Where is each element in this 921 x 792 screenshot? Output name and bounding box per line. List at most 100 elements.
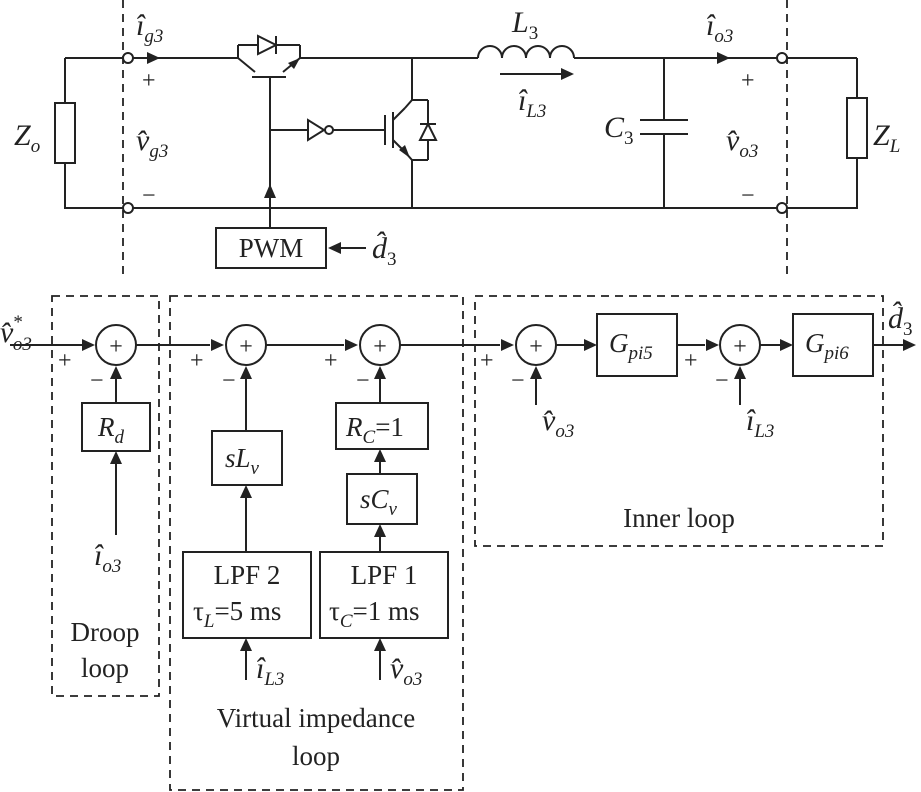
output-terminal-bottom [776, 202, 788, 214]
sum3-plus: + [324, 348, 338, 374]
sum2-to-sum3-arrow [345, 339, 358, 351]
lpf2-input-label: îL3 [256, 652, 284, 690]
sum5-plus: + [684, 348, 698, 374]
io3-arrow-head [717, 52, 730, 64]
lpf1-input-label: v̂o3 [390, 652, 422, 690]
il3-arrow-head [561, 68, 574, 80]
vo3-fb-arrow [530, 366, 542, 379]
bottom-rail [64, 158, 858, 209]
zo-impedance [54, 102, 76, 164]
io3-to-rd-arrow [110, 451, 122, 464]
inductor-l3-icon [477, 45, 576, 59]
lpf2-block [182, 551, 312, 639]
vo3-plus-sign: + [741, 68, 755, 94]
l3-label: L3 [511, 6, 538, 44]
lpf2-tau: τL=5 ms [193, 596, 281, 632]
io3-label: îo3 [706, 9, 733, 47]
zl-impedance [846, 97, 868, 159]
virtual-impedance-group [169, 295, 464, 791]
slv-block [211, 430, 283, 486]
gpi5-block [596, 313, 678, 377]
sum4-to-gpi5-arrow [584, 339, 597, 351]
sum5-to-gpi6-arrow [780, 339, 793, 351]
rc-block [335, 402, 429, 450]
sum5-glyph: + [733, 334, 747, 360]
scv-label: sCv [360, 484, 398, 520]
sum1-to-sum2-arrow [211, 339, 224, 351]
rd-label: Rd [97, 412, 125, 448]
lpf2-to-slv-arrow [240, 485, 252, 498]
vg3-plus-sign: + [142, 68, 156, 94]
slv-to-sum-arrow [240, 366, 252, 379]
vo3-label: v̂o3 [726, 124, 758, 162]
c3-label: C3 [604, 111, 634, 149]
vref-arrow [82, 339, 95, 351]
vref-label: v̂*o3 [0, 312, 32, 355]
sum4-minus: − [511, 368, 525, 394]
bottom-switch-icon [384, 58, 438, 208]
sum1-plus: + [58, 348, 72, 374]
rd-to-sum-arrow [110, 366, 122, 379]
droop-sum-glyph: + [109, 334, 123, 360]
vg3-label: v̂g3 [136, 124, 168, 162]
zl-label: ZL [873, 119, 900, 157]
sum1-minus: − [90, 368, 104, 394]
il3-to-lpf2-arrow [240, 638, 252, 651]
power-circuit: Zo ZL îg3 + v̂g3 − [14, 0, 900, 278]
inner-loop-title: Inner loop [623, 503, 735, 533]
input-terminal-bottom [122, 202, 134, 214]
ig3-label: îg3 [136, 9, 163, 47]
control-diagram: v̂*o3 + + − Rd îo3 Droop loop + + − sLv [0, 295, 916, 791]
droop-loop-title: Droop [71, 617, 140, 647]
vo3-minus-sign: − [741, 183, 755, 209]
capacitor-c3-icon [640, 58, 688, 208]
inner-loop-group [474, 295, 884, 547]
sum5-minus: − [715, 368, 729, 394]
gpi6-label: Gpi6 [805, 328, 849, 364]
pwm-label: PWM [239, 233, 304, 263]
gpi5-to-sum5-arrow [706, 339, 719, 351]
lpf1-to-scv-arrow [374, 524, 386, 537]
droop-loop-group [51, 295, 160, 697]
gpi5-label: Gpi5 [609, 328, 653, 364]
rd-block [81, 402, 151, 452]
ig3-arrow-head [147, 52, 160, 64]
sum4-glyph: + [529, 334, 543, 360]
sum2-plus: + [190, 348, 204, 374]
scv-block [346, 473, 418, 525]
sum4-plus: + [480, 348, 494, 374]
virtual-impedance-title: Virtual impedance [217, 703, 416, 733]
sum2-minus: − [222, 368, 236, 394]
d3-output-arrow [903, 339, 916, 351]
lpf2-title: LPF 2 [214, 560, 281, 590]
pwm-to-switch-arrow [264, 184, 276, 198]
sum3-to-sum4-arrow [501, 339, 514, 351]
rc-label: RC=1 [345, 412, 404, 448]
d3-output-label: d̂3 [888, 301, 913, 340]
d3-input-arrow [328, 242, 341, 254]
sum2-glyph: + [239, 334, 253, 360]
il3-fb-label: îL3 [746, 404, 774, 442]
rc-to-sum-arrow [374, 366, 386, 379]
vo3-fb-label: v̂o3 [542, 404, 574, 442]
droop-io3-label: îo3 [94, 539, 121, 577]
slv-label: sLv [225, 443, 260, 479]
il3-label: îL3 [518, 84, 546, 122]
output-terminal-top [776, 52, 788, 64]
lpf1-block [319, 551, 449, 639]
vg3-minus-sign: − [142, 183, 156, 209]
input-terminal-top [122, 52, 134, 64]
sum3-glyph: + [373, 334, 387, 360]
top-switch-icon [237, 34, 301, 87]
scv-to-rc-arrow [374, 449, 386, 462]
lpf1-title: LPF 1 [351, 560, 418, 590]
sum3-minus: − [356, 368, 370, 394]
zo-label: Zo [14, 119, 40, 157]
lpf1-tau: τC=1 ms [329, 596, 420, 632]
inverter-icon [307, 118, 385, 142]
droop-loop-subtitle: loop [81, 653, 129, 683]
virtual-impedance-subtitle: loop [292, 741, 340, 771]
vo3-to-lpf1-arrow [374, 638, 386, 651]
d3-label: d̂3 [372, 231, 397, 270]
